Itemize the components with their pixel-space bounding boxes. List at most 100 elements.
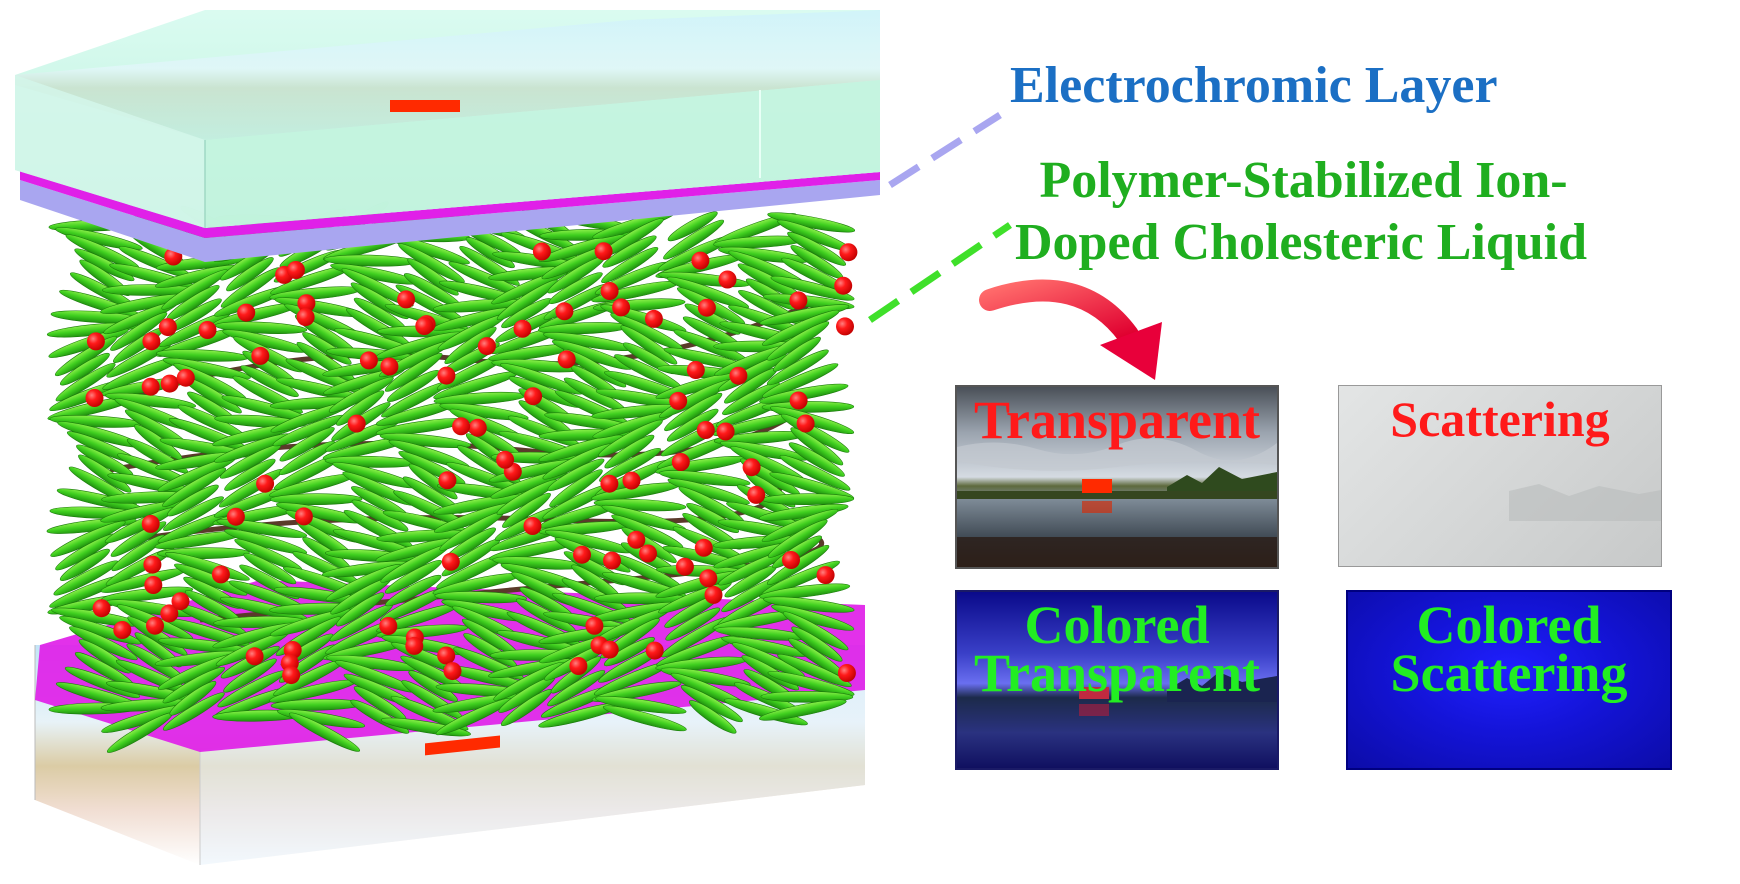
- ion-sphere: [573, 545, 591, 564]
- ion-sphere: [477, 337, 496, 356]
- lc-molecule: [270, 493, 363, 506]
- lc-molecule: [78, 454, 132, 493]
- ion-sphere: [144, 576, 163, 594]
- lc-molecule: [759, 583, 851, 600]
- ion-sphere: [782, 551, 800, 569]
- ion-sphere: [816, 566, 835, 585]
- ion-sphere: [696, 421, 715, 439]
- scattered-photo: [1509, 484, 1661, 521]
- ion-sphere: [627, 530, 646, 549]
- ion-sphere: [513, 319, 532, 338]
- colored-scattering-label-1: Colored: [1416, 595, 1602, 655]
- ion-sphere: [347, 414, 366, 433]
- lc-molecule: [59, 548, 110, 582]
- ion-sphere: [742, 458, 761, 477]
- ion-sphere: [256, 474, 275, 493]
- colored-scattering-label-2: Scattering: [1390, 643, 1628, 703]
- scattering-label: Scattering: [1390, 391, 1610, 447]
- ion-sphere: [160, 604, 179, 623]
- lc-molecule: [688, 700, 737, 734]
- lc-molecule: [336, 390, 385, 426]
- lc-molecule: [620, 325, 678, 365]
- lc-molecule: [759, 699, 847, 721]
- lc-molecule: [601, 246, 659, 284]
- ion-sphere: [716, 422, 735, 441]
- lc-molecule: [110, 312, 168, 351]
- polymer-leader-line: [868, 222, 1012, 323]
- lc-molecule: [549, 469, 603, 508]
- lc-molecule: [547, 670, 606, 707]
- ion-sphere: [747, 485, 766, 504]
- ion-sphere: [226, 507, 245, 526]
- lc-molecule: [226, 257, 274, 292]
- lc-molecule: [666, 408, 719, 442]
- ion-sphere: [671, 453, 690, 471]
- lc-molecule: [302, 332, 352, 365]
- ion-sphere: [113, 621, 132, 639]
- lc-molecule: [779, 455, 851, 491]
- ion-sphere: [468, 418, 487, 437]
- ion-dopants: [85, 242, 858, 685]
- ion-sphere: [837, 664, 856, 682]
- ion-sphere: [796, 414, 815, 433]
- ion-sphere: [237, 303, 256, 322]
- lc-molecule: [60, 352, 110, 386]
- ion-sphere: [691, 251, 710, 270]
- ion-sphere: [171, 592, 190, 611]
- lc-molecule: [240, 365, 299, 398]
- lc-molecule: [336, 592, 385, 627]
- ion-sphere: [437, 646, 456, 665]
- ion-sphere: [789, 291, 808, 310]
- polymer-label-line1: Polymer-Stabilized Ion-: [1039, 152, 1568, 209]
- lc-molecule: [444, 326, 497, 365]
- lc-molecule: [223, 658, 277, 693]
- ion-sphere: [405, 636, 424, 655]
- ion-sphere: [555, 302, 574, 321]
- ion-sphere: [176, 368, 195, 387]
- polymer-layer-label: Polymer-Stabilized Ion- Doped Cholesteri…: [1015, 150, 1587, 275]
- top-glass-substrate: [15, 10, 880, 228]
- lc-molecule: [55, 363, 116, 402]
- ion-sphere: [699, 569, 718, 588]
- ion-sphere: [612, 298, 631, 317]
- lc-molecule: [665, 607, 721, 641]
- ion-sphere: [85, 389, 104, 407]
- scattering-state-panel: Scattering: [1338, 385, 1662, 567]
- ion-sphere: [600, 474, 619, 493]
- lc-molecule: [773, 336, 821, 372]
- ion-sphere: [443, 662, 462, 681]
- lc-molecule: [777, 653, 852, 688]
- ion-sphere: [397, 290, 416, 309]
- lc-molecule: [762, 363, 839, 398]
- ion-sphere: [839, 243, 858, 262]
- ion-sphere: [603, 551, 621, 570]
- lc-molecule: [163, 496, 224, 531]
- landscape-photo: [957, 387, 1277, 567]
- electrochromic-layer-label: Electrochromic Layer: [1010, 56, 1498, 115]
- ion-sphere: [569, 657, 588, 675]
- ion-sphere: [729, 366, 748, 385]
- lc-molecule: [604, 434, 655, 469]
- ion-sphere: [622, 471, 641, 490]
- lc-molecule: [602, 235, 657, 268]
- lc-molecule: [602, 705, 687, 732]
- ion-sphere: [211, 565, 230, 584]
- lc-molecule: [288, 712, 361, 752]
- ion-sphere: [836, 317, 854, 336]
- ion-sphere: [686, 361, 705, 379]
- ion-sphere: [296, 308, 315, 327]
- ion-sphere: [639, 544, 657, 563]
- lc-molecule: [169, 681, 217, 716]
- lc-molecule: [390, 696, 469, 731]
- lc-molecule: [767, 671, 855, 697]
- lc-molecule: [408, 670, 458, 702]
- ion-sphere: [297, 294, 316, 313]
- lc-molecule: [770, 275, 855, 301]
- ion-sphere: [437, 366, 456, 385]
- ion-sphere: [286, 261, 305, 279]
- ion-sphere: [600, 640, 619, 659]
- ion-sphere: [380, 357, 399, 376]
- ion-sphere: [697, 298, 716, 317]
- ion-sphere: [789, 391, 808, 410]
